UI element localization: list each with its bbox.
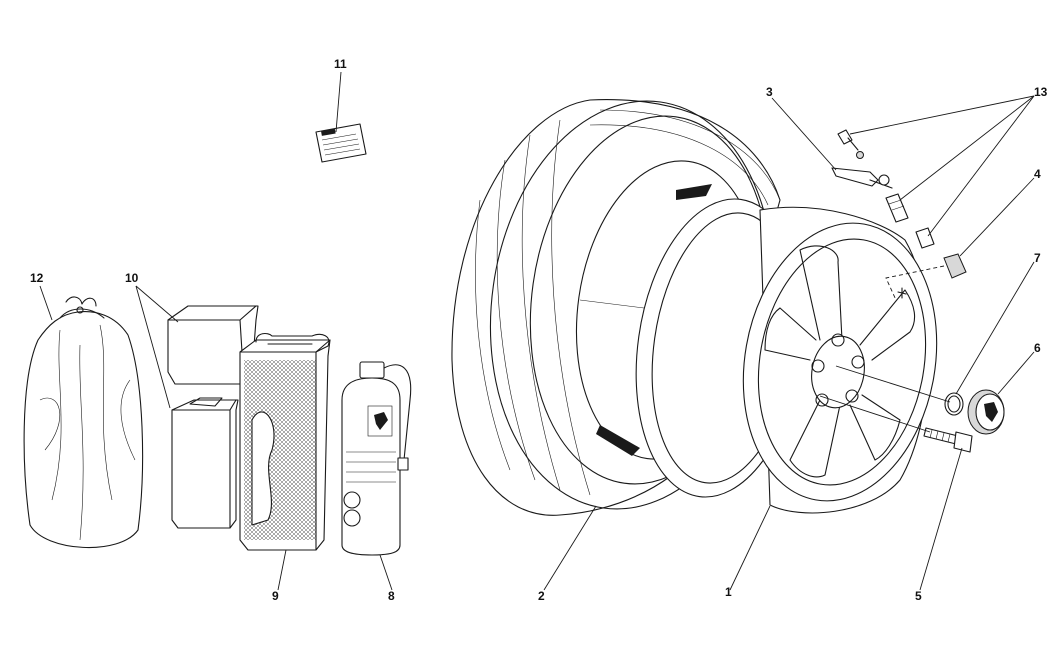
part-8-inflator-spray xyxy=(341,361,412,556)
callout-2: 2 xyxy=(538,589,545,603)
callout-11: 11 xyxy=(334,57,347,71)
part-12-storage-bag xyxy=(23,296,144,548)
callout-10: 10 xyxy=(125,271,139,285)
callout-8: 8 xyxy=(388,589,395,603)
part-13-valve-parts xyxy=(837,129,935,249)
part-9-canister xyxy=(239,332,331,551)
part-11-info-label xyxy=(315,123,367,163)
callout-6: 6 xyxy=(1034,341,1041,355)
part-5-wheel-bolt xyxy=(923,427,973,453)
callout-5: 5 xyxy=(915,589,922,603)
callout-12: 12 xyxy=(30,271,44,285)
callout-9: 9 xyxy=(272,589,279,603)
callout-3: 3 xyxy=(766,85,773,99)
part-1-wheel-rim xyxy=(635,198,938,514)
callout-7: 7 xyxy=(1034,251,1041,265)
part-3-valve-assembly xyxy=(831,167,893,189)
part-6-center-cap xyxy=(967,389,1005,435)
part-10-box-set xyxy=(167,305,259,529)
part-7-o-ring xyxy=(944,392,964,416)
callout-4: 4 xyxy=(1034,167,1041,181)
callout-13: 13 xyxy=(1034,85,1048,99)
callout-1: 1 xyxy=(725,585,732,599)
leader-lines xyxy=(39,71,1035,591)
callout-labels: 11 12 10 9 8 2 1 5 3 13 4 7 6 xyxy=(30,57,1048,603)
part-4-valve-cap xyxy=(885,253,967,301)
